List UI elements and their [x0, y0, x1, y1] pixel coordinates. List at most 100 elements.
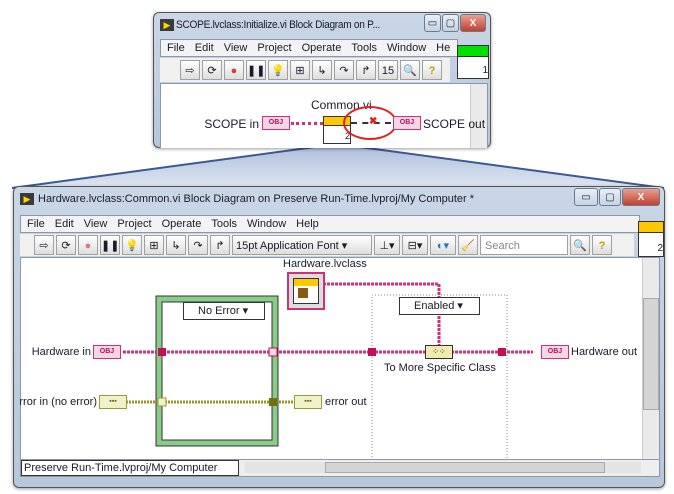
menu-help[interactable]: Help	[296, 218, 319, 230]
menu-window[interactable]: Window	[387, 42, 427, 54]
menu-view[interactable]: View	[83, 218, 108, 230]
search-icon[interactable]: 🔍	[570, 235, 590, 255]
toolbar: ⇨ ⟳ ● ❚❚ 💡 ⊞ ↳ ↷ ↱ 15 🔍 ?	[160, 58, 450, 82]
context-label: Preserve Run-Time.lvproj/My Computer	[21, 460, 239, 476]
close-button[interactable]: X	[460, 14, 486, 32]
connector-count: 1	[482, 65, 488, 76]
minimize-button[interactable]: ▭	[574, 188, 598, 206]
menu-project[interactable]: Project	[257, 42, 292, 54]
menu-tools[interactable]: Tools	[211, 218, 238, 230]
status-bar: Preserve Run-Time.lvproj/My Computer	[20, 459, 660, 477]
abort-icon[interactable]: ●	[78, 235, 98, 255]
abort-icon[interactable]: ●	[224, 60, 244, 80]
scope-out-label: SCOPE out	[423, 117, 486, 131]
menu-file[interactable]: File	[167, 42, 185, 54]
help-icon[interactable]: ?	[592, 235, 612, 255]
scope-in-label: SCOPE in	[204, 117, 259, 131]
highlight-execution-icon[interactable]: 💡	[268, 60, 288, 80]
search-icon[interactable]: 🔍	[400, 60, 420, 80]
hardware-out-label: Hardware out	[571, 346, 638, 358]
to-more-specific-class-node[interactable]: ⁘⁘	[425, 345, 453, 359]
menu-edit[interactable]: Edit	[54, 218, 74, 230]
window-title: Hardware.lvclass:Common.vi Block Diagram…	[38, 193, 475, 205]
connector-pane: 1	[457, 45, 489, 79]
disable-selector[interactable]: Enabled ▾	[399, 297, 480, 315]
run-arrow-icon[interactable]: ⇨	[34, 235, 54, 255]
labview-icon: ▶	[160, 19, 174, 31]
error-out-label: error out	[325, 396, 367, 408]
maximize-button[interactable]: ▢	[442, 14, 459, 32]
step-into-icon[interactable]: ↳	[166, 235, 186, 255]
toolbar: ⇨ ⟳ ● ❚❚ 💡 ⊞ ↳ ↷ ↱ 15pt Application Font…	[20, 234, 634, 256]
reorder-icon[interactable]: ◐▾	[430, 235, 456, 255]
highlight-circle	[343, 106, 397, 140]
scope-in-terminal[interactable]: OBJ	[262, 116, 290, 130]
step-out-icon[interactable]: ↱	[210, 235, 230, 255]
top-window: ▶ SCOPE.lvclass:Initialize.vi Block Diag…	[153, 12, 491, 148]
font-size-field[interactable]: 15	[378, 60, 398, 80]
highlight-execution-icon[interactable]: 💡	[122, 235, 142, 255]
menu-edit[interactable]: Edit	[194, 42, 214, 54]
hardware-in-terminal[interactable]: OBJ	[93, 345, 121, 359]
distribute-objects-icon[interactable]: ⊟▾	[402, 235, 428, 255]
class-constant-wire	[319, 282, 441, 352]
scope-out-terminal[interactable]: OBJ	[393, 116, 421, 130]
font-select-value: 15pt Application Font	[236, 240, 339, 252]
disable-selector-value: Enabled	[414, 300, 455, 312]
wires	[123, 282, 533, 460]
error-in-terminal[interactable]: ▪▪▪	[99, 395, 127, 409]
class-constant-label: Hardware.lvclass	[283, 258, 367, 270]
case-selector[interactable]: No Error ▾	[183, 302, 266, 320]
case-selector-value: No Error	[198, 305, 240, 317]
pause-icon[interactable]: ❚❚	[246, 60, 266, 80]
retain-wire-values-icon[interactable]: ⊞	[290, 60, 310, 80]
menu-tools[interactable]: Tools	[351, 42, 378, 54]
help-icon[interactable]: ?	[422, 60, 442, 80]
run-continuously-icon[interactable]: ⟳	[202, 60, 222, 80]
menu-file[interactable]: File	[27, 218, 45, 230]
search-placeholder: Search	[485, 240, 520, 252]
case-structure-frame	[156, 296, 278, 446]
block-diagram: Common.vi SCOPE in OBJ 2 ✖ OBJ SCOPE out	[160, 83, 488, 148]
diagram-disable-structure	[371, 294, 508, 460]
close-button[interactable]: X	[622, 188, 660, 206]
vertical-scrollbar[interactable]	[470, 84, 487, 148]
menu-bar: File Edit View Project Operate Tools Win…	[20, 215, 640, 233]
block-diagram: Hardware.lvclass No Error ▾ Enabled ▾ Ha…	[19, 257, 660, 461]
menu-operate[interactable]: Operate	[161, 218, 202, 230]
labview-icon: ▶	[20, 193, 34, 205]
minimize-button[interactable]: ▭	[424, 14, 441, 32]
menu-window[interactable]: Window	[247, 218, 287, 230]
hardware-in-label: Hardware in	[31, 346, 91, 358]
object-wire	[291, 122, 323, 125]
maximize-button[interactable]: ▢	[599, 188, 621, 206]
step-into-icon[interactable]: ↳	[312, 60, 332, 80]
pause-icon[interactable]: ❚❚	[100, 235, 120, 255]
menu-project[interactable]: Project	[117, 218, 152, 230]
vertical-scrollbar[interactable]	[642, 258, 659, 460]
error-in-label: rror in (no error)	[19, 396, 97, 408]
search-input[interactable]: Search	[480, 235, 568, 255]
run-arrow-icon[interactable]: ⇨	[180, 60, 200, 80]
horizontal-scrollbar[interactable]	[245, 462, 641, 473]
connector-count: 2	[657, 243, 663, 254]
menu-view[interactable]: View	[223, 42, 248, 54]
to-more-specific-class-label: To More Specific Class	[384, 362, 496, 374]
subvi-count: 2	[344, 131, 350, 141]
menu-bar: File Edit View Project Operate Tools Win…	[160, 39, 458, 57]
cleanup-diagram-icon[interactable]: 🧹	[458, 235, 478, 255]
bottom-window: ▶ Hardware.lvclass:Common.vi Block Diagr…	[13, 186, 665, 488]
hardware-class-constant[interactable]	[287, 272, 325, 310]
error-out-terminal[interactable]: ▪▪▪	[294, 395, 322, 409]
step-over-icon[interactable]: ↷	[188, 235, 208, 255]
run-continuously-icon[interactable]: ⟳	[56, 235, 76, 255]
align-objects-icon[interactable]: ⊥▾	[374, 235, 400, 255]
retain-wire-values-icon[interactable]: ⊞	[144, 235, 164, 255]
menu-operate[interactable]: Operate	[301, 42, 342, 54]
step-out-icon[interactable]: ↱	[356, 60, 376, 80]
menu-help[interactable]: He	[436, 42, 451, 54]
font-select[interactable]: 15pt Application Font ▾	[232, 235, 372, 255]
window-title: SCOPE.lvclass:Initialize.vi Block Diagra…	[176, 19, 380, 31]
hardware-out-terminal[interactable]: OBJ	[541, 345, 569, 359]
step-over-icon[interactable]: ↷	[334, 60, 354, 80]
